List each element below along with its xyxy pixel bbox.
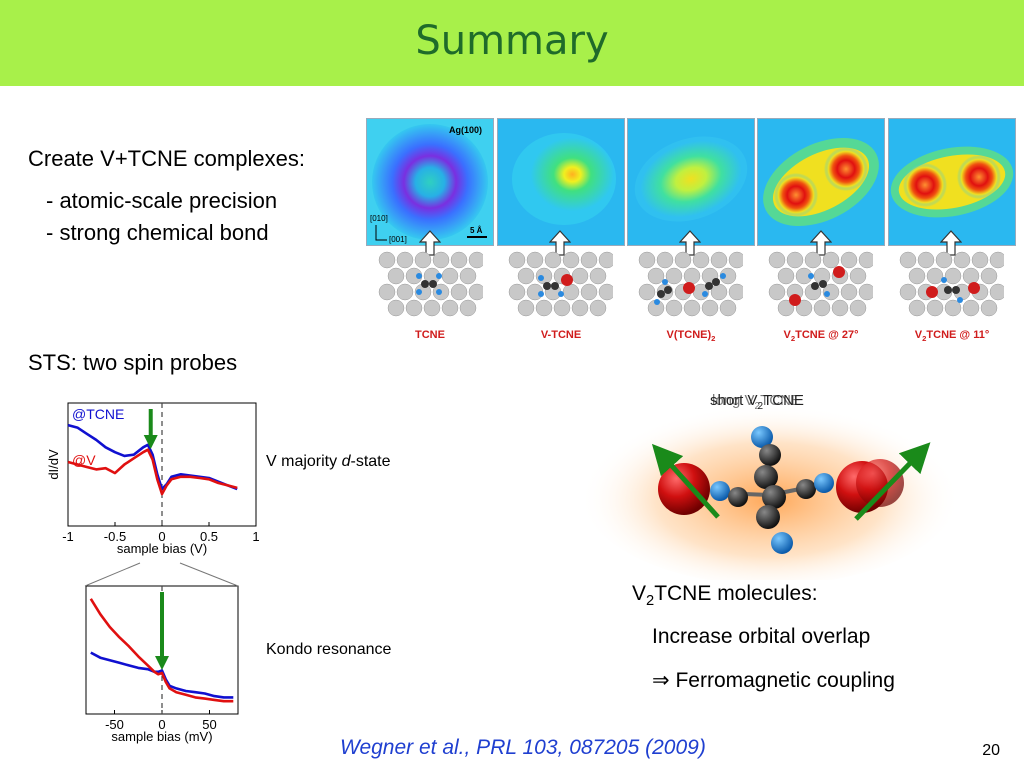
series-line-1: [89, 598, 234, 703]
molecule-model-v2tcne-11: [899, 251, 1004, 317]
title-bar: [0, 0, 1024, 86]
molecule-label-tcne: TCNE: [415, 329, 445, 341]
y-axis-label: dI/dV: [46, 449, 61, 480]
marker-arrow-icon: [143, 435, 158, 449]
x-tick-label: 0: [158, 529, 165, 544]
surface-label: Ag(100): [449, 125, 482, 135]
page-number: 20: [982, 742, 1000, 759]
axis-010-label: [010]: [370, 214, 388, 223]
up-arrow-icon: [940, 230, 962, 256]
slide-title: Summary: [415, 18, 609, 64]
up-arrow-icon: [549, 230, 571, 256]
sts-chart-wide: -1 -0.5 0 0.5 1 sample bias (V) dI/dV @TCNE @V: [46, 402, 260, 556]
stm-panel-v2tcne-27: [757, 118, 885, 246]
molecule-model-v-tcne2: [638, 251, 743, 317]
molecule-label-v2tcne-11: V2TCNE @ 11°: [914, 329, 990, 344]
kondo-label: Kondo resonance: [266, 641, 392, 658]
up-arrow-icon: [679, 230, 701, 256]
molecule-model-tcne: [378, 251, 483, 317]
stm-panel-v-tcne: [497, 118, 625, 246]
sts-heading: STS: two spin probes: [28, 350, 238, 375]
marker-arrow-icon: [155, 656, 169, 670]
spin-arrow-icon: [651, 443, 720, 519]
molecule-model-v2tcne-27: [768, 251, 873, 317]
molecule-label-v-tcne: V-TCNE: [540, 329, 582, 341]
up-arrow-icon: [419, 230, 441, 256]
series-line-0: [90, 651, 234, 699]
bullet-precision: - atomic-scale precision: [46, 188, 278, 213]
create-heading: Create V+TCNE complexes:: [28, 146, 305, 171]
x-tick-label: -50: [105, 717, 124, 732]
citation: Wegner et al., PRL 103, 087205 (2009): [340, 736, 706, 759]
series-label-1: @V: [72, 452, 96, 468]
v2tcne-heading: V2TCNE molecules:: [632, 582, 818, 610]
x-tick-label: 1: [252, 529, 259, 544]
v2tcne-model-image: short V2TCNE long V2TCNE: [580, 392, 960, 580]
axis-001-label: [001]: [389, 235, 407, 244]
molecule-model-v-tcne: [508, 251, 613, 317]
x-tick-label: -1: [62, 529, 74, 544]
x-tick-label: 0: [158, 717, 165, 732]
point-ferromagnetic: ⇒ Ferromagnetic coupling: [652, 669, 895, 692]
spin-arrow-icon: [854, 442, 931, 521]
overlay-text-long: long V2TCNE: [712, 392, 801, 412]
bullet-bond: - strong chemical bond: [46, 220, 269, 245]
series-label-0: @TCNE: [72, 406, 124, 422]
molecule-label-v-tcne2: V(TCNE)2: [666, 329, 716, 344]
up-arrow-icon: [810, 230, 832, 256]
molecule-label-v2tcne-27: V2TCNE @ 27°: [783, 329, 859, 344]
scale-label: 5 Å: [470, 226, 483, 235]
axis-arrows-icon: [375, 225, 387, 241]
x-tick-label: 0.5: [200, 529, 218, 544]
stm-panel-v2tcne-11: [888, 118, 1016, 246]
stm-panel-tcne: Ag(100) [010] [001] 5 Å: [366, 118, 494, 246]
series-line-1: [67, 448, 238, 496]
x-tick-label: 50: [202, 717, 216, 732]
x-axis-label: sample bias (V): [117, 541, 207, 556]
point-orbital-overlap: Increase orbital overlap: [652, 625, 871, 648]
x-tick-label: -0.5: [104, 529, 126, 544]
stm-panel-v-tcne2: [627, 118, 755, 246]
overlay-text-short: short V2TCNE: [710, 392, 804, 412]
v-majority-label: V majority d-state: [266, 453, 391, 470]
x-axis-label: sample bias (mV): [111, 729, 212, 744]
